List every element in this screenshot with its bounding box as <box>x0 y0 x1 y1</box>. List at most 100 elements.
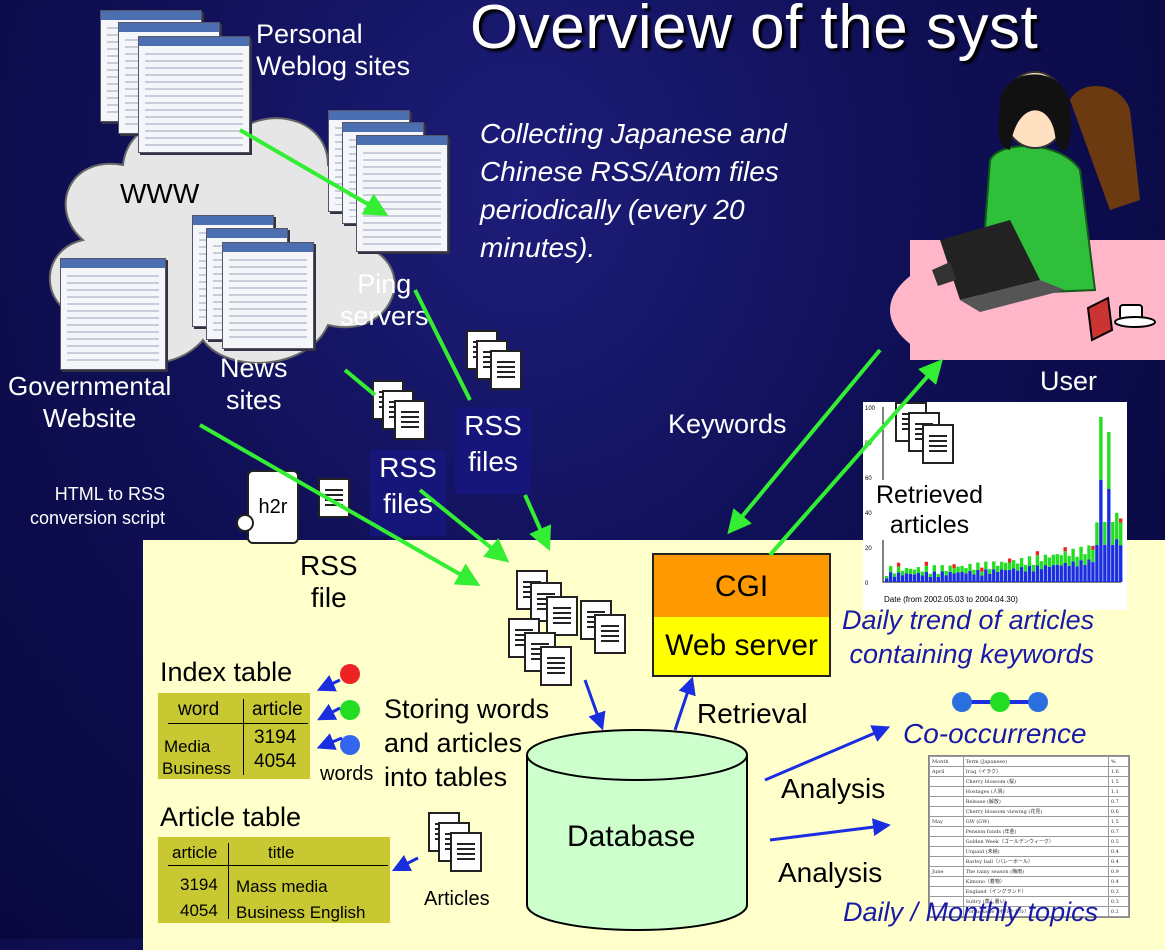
topics-header-cell: Month <box>929 756 964 767</box>
trend-bar <box>952 564 956 569</box>
topics-cell: 0.5 <box>1107 836 1130 847</box>
trend-bar <box>1067 555 1071 566</box>
topics-cell: Release (解放) <box>962 796 1109 807</box>
trend-bar <box>1004 570 1008 582</box>
trend-bar <box>1099 479 1103 582</box>
trend-bar <box>1023 564 1028 572</box>
trend-bar <box>1075 566 1079 582</box>
news-page-3 <box>222 242 314 349</box>
trend-bar <box>892 573 897 577</box>
storing-label: Storing words and articles into tables <box>384 694 550 792</box>
topics-cell: 0.7 <box>1107 796 1130 807</box>
trend-bar <box>964 568 968 574</box>
trend-bar <box>1015 563 1020 571</box>
table-row: Pension funds (年金)0.7 <box>929 826 1130 837</box>
table-row: Golden Week（ゴールデンウィーク）0.5 <box>929 836 1130 847</box>
trend-bar <box>956 566 960 573</box>
words-label: words <box>320 763 374 785</box>
trend-bar <box>1027 556 1032 567</box>
trend-bar <box>1000 561 1004 570</box>
index-cell: Media <box>164 737 211 756</box>
topics-cell: 0.3 <box>1107 896 1130 907</box>
index-dots <box>340 664 360 755</box>
trend-bar <box>1107 432 1111 489</box>
h2r-script: h2r <box>247 470 299 544</box>
trend-bar <box>1119 545 1123 582</box>
table-row: England（イングランド）0.3 <box>929 886 1130 897</box>
trend-bar <box>1071 548 1075 562</box>
rss-file-icon <box>318 478 350 518</box>
topics-cell <box>929 856 964 867</box>
trend-bar <box>1000 569 1004 582</box>
trend-bar <box>1027 566 1032 582</box>
trend-bar <box>908 568 913 574</box>
trend-bar <box>1083 564 1087 582</box>
trend-bar <box>1111 544 1115 582</box>
topics-cell: 0.4 <box>1107 876 1130 887</box>
trend-bar <box>912 574 917 582</box>
trend-bar <box>948 571 952 582</box>
trend-bar <box>976 569 980 582</box>
trend-bar <box>972 574 976 582</box>
database-cylinder <box>526 729 748 931</box>
trend-bar <box>928 573 932 577</box>
trend-tick-label: 60 <box>865 476 872 482</box>
trend-bar <box>1063 562 1067 582</box>
topics-cell: April <box>929 766 964 777</box>
trend-bar <box>908 573 913 582</box>
trend-bar <box>984 569 988 582</box>
trend-bar <box>1087 559 1091 582</box>
topics-cell <box>929 836 964 847</box>
web-server-box: Web server <box>652 617 831 677</box>
topics-cell: Unpaid (未納) <box>962 846 1109 857</box>
table-row: Hostages (人質)1.1 <box>929 786 1130 797</box>
news-sites-label: News sites <box>220 353 288 415</box>
topics-cell: 1.1 <box>1107 786 1130 797</box>
trend-bar <box>916 572 921 582</box>
trend-bar <box>1103 521 1107 545</box>
index-table: word article Media 3194 Business 4054 <box>158 693 310 779</box>
trend-bar <box>1007 562 1012 570</box>
trend-bar <box>948 565 952 572</box>
topics-header-cell: Term (Japanese) <box>962 756 1109 767</box>
trend-bar <box>1039 561 1044 570</box>
trend-bar <box>956 572 960 582</box>
trend-bar <box>1035 555 1040 566</box>
government-page <box>60 258 166 370</box>
trend-bar <box>1019 557 1024 568</box>
topics-cell: 0.3 <box>1107 886 1130 897</box>
trend-bar <box>888 572 893 582</box>
trend-bar <box>988 573 992 582</box>
trend-bar <box>964 573 968 582</box>
topics-cell: Cherry blossom viewing (花見) <box>962 806 1109 817</box>
trend-bar <box>936 573 940 577</box>
index-cell: 4054 <box>254 751 297 772</box>
www-label: WWW <box>120 178 200 209</box>
doc-icon <box>394 400 426 440</box>
trend-tick-label: 100 <box>865 406 876 412</box>
topics-cell <box>929 876 964 887</box>
table-row: Release (解放)0.7 <box>929 796 1130 807</box>
trend-bar <box>904 567 909 574</box>
trend-bar <box>996 565 1000 572</box>
trend-bar <box>1107 489 1111 582</box>
analysis-label-1: Analysis <box>781 773 886 804</box>
article-table: article title 3194 Mass media 4054 Busin… <box>158 837 390 923</box>
trend-bar <box>940 571 944 582</box>
trend-bar <box>1047 566 1051 582</box>
trend-bar <box>1047 557 1051 567</box>
table-row: Unpaid (未納)0.4 <box>929 846 1130 857</box>
trend-bar <box>1051 565 1055 582</box>
topics-cell <box>929 846 964 857</box>
topics-cell: GW (GW) <box>962 816 1109 827</box>
trend-bar <box>1083 554 1087 565</box>
trend-bar <box>896 566 901 573</box>
trend-bar <box>1059 565 1063 582</box>
trend-bar <box>924 561 929 566</box>
trend-bar <box>900 575 905 582</box>
trend-bar <box>1023 571 1028 582</box>
trend-bar <box>1055 554 1059 565</box>
trend-bar <box>1079 546 1083 561</box>
